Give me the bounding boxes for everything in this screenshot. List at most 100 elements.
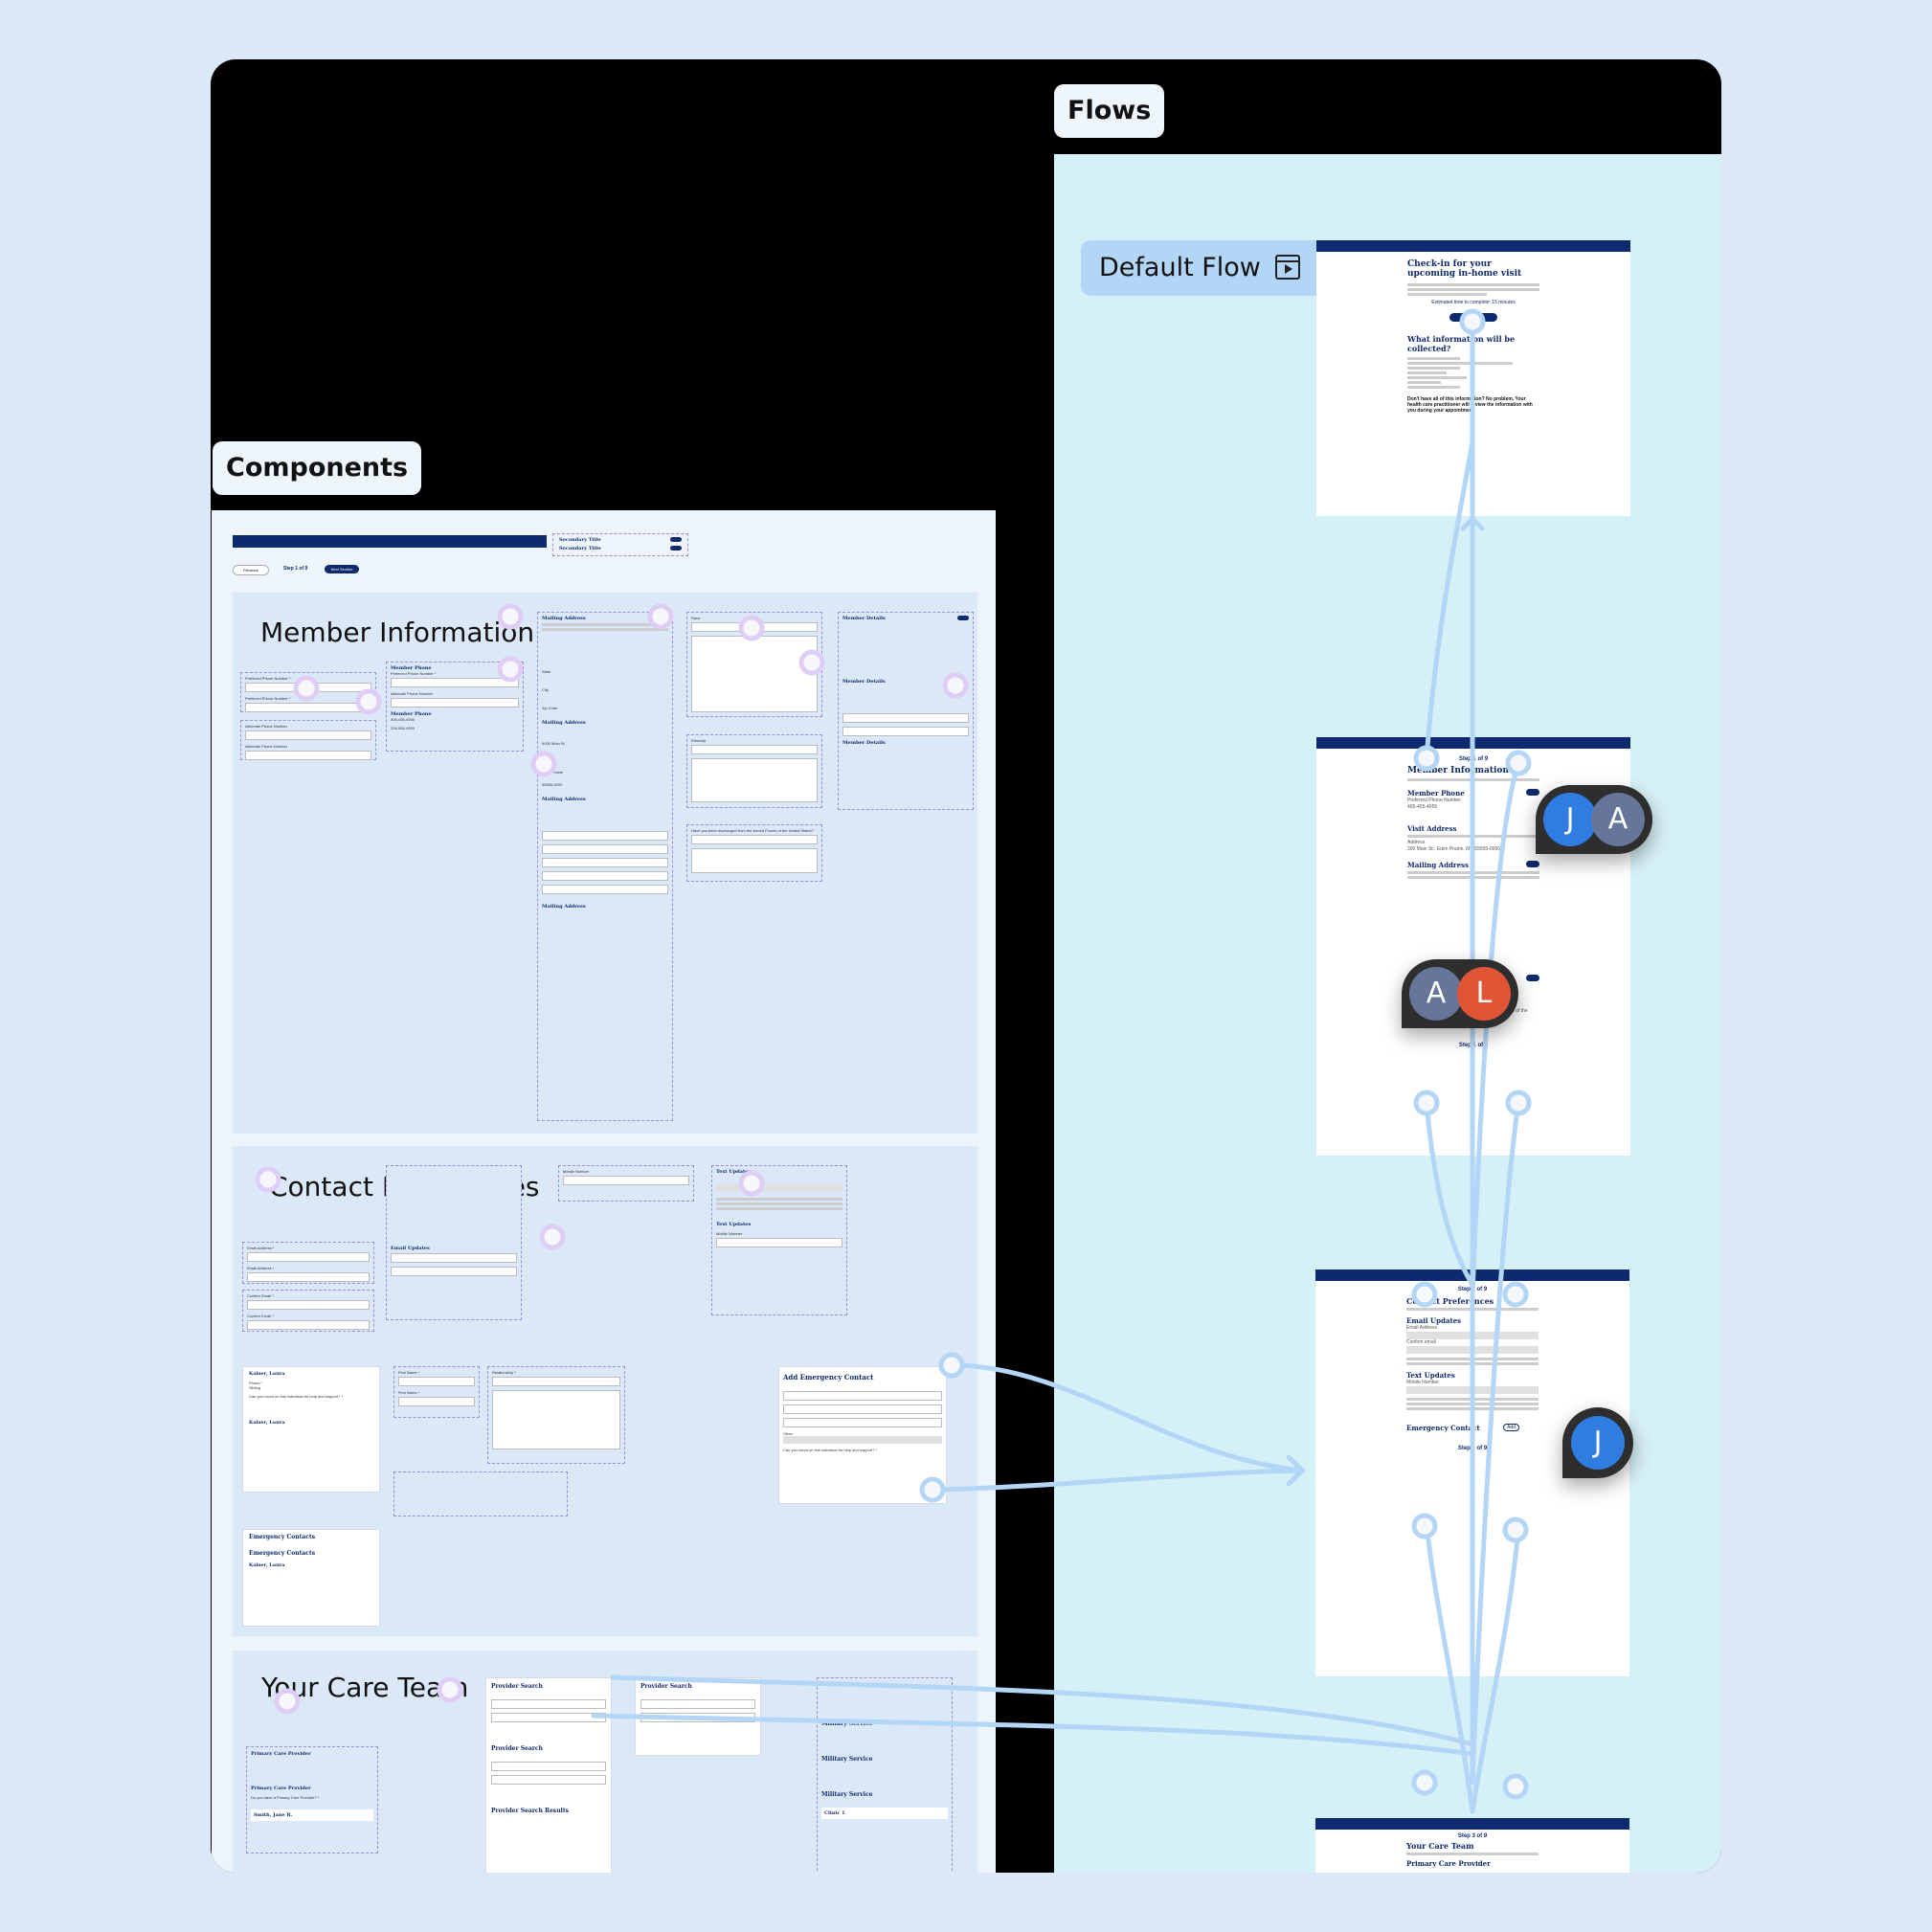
field-value: Sibling (249, 1385, 261, 1390)
relationship-select[interactable] (492, 1377, 620, 1386)
collaborator-group[interactable]: A L (1402, 959, 1518, 1028)
ethnicity-select[interactable] (691, 745, 818, 754)
flows-label-text: Flows (1067, 96, 1152, 125)
confirm-email-input[interactable] (247, 1300, 370, 1310)
default-flow-label[interactable]: Default Flow (1081, 240, 1339, 296)
collaborator-group[interactable]: J (1562, 1407, 1633, 1478)
field-label: Confirm Email * (247, 1293, 274, 1298)
relationship-dropdown-list[interactable] (492, 1390, 620, 1449)
other-input[interactable] (783, 1436, 942, 1444)
phone-input[interactable] (245, 703, 371, 712)
phone-input[interactable] (783, 1404, 942, 1414)
city-input[interactable] (491, 1713, 606, 1722)
email-input[interactable] (247, 1252, 370, 1262)
email-input[interactable] (391, 1253, 517, 1263)
avatar[interactable]: J (1571, 1416, 1625, 1470)
name-input[interactable] (491, 1762, 606, 1771)
name-input[interactable] (491, 1699, 606, 1709)
phone-input[interactable] (245, 751, 371, 760)
phone-input[interactable] (391, 698, 519, 708)
emergency-contacts-list-component: Emergency Contacts Emergency Contacts Ka… (242, 1529, 380, 1627)
block-heading: Mailing Address (542, 797, 586, 802)
avatar[interactable]: A (1591, 793, 1645, 846)
first-name-input[interactable] (398, 1377, 475, 1386)
ethnicity-dropdown-list[interactable] (691, 758, 818, 802)
phone-input[interactable] (245, 683, 371, 692)
primary-care-component: Primary Care Provider Primary Care Provi… (246, 1746, 378, 1853)
select-field[interactable] (842, 727, 969, 736)
member-details-component: Member Details Member Details Member Det… (838, 612, 974, 810)
block-heading: Visit Address (1407, 824, 1457, 833)
block-heading: Member Details (842, 616, 886, 621)
avatar[interactable]: L (1457, 967, 1511, 1021)
field-label: State (542, 669, 551, 674)
discharged-dropdown-list[interactable] (691, 848, 818, 873)
flow-screen-care-team[interactable]: Step 3 of 9 Your Care Team Primary Care … (1315, 1818, 1629, 1873)
collaborator-group[interactable]: J A (1536, 785, 1652, 854)
zip-input[interactable] (542, 885, 668, 894)
field-label: First Name * (398, 1390, 420, 1395)
race-dropdown-list[interactable] (691, 636, 818, 712)
edit-button[interactable] (1526, 861, 1539, 867)
mobile-field[interactable] (1406, 1386, 1539, 1394)
discharged-select[interactable] (691, 835, 818, 844)
flows-section-label[interactable]: Flows (1054, 84, 1165, 138)
confirm-email-input[interactable] (247, 1320, 370, 1330)
mobile-input[interactable] (716, 1238, 842, 1247)
edit-button[interactable] (1526, 789, 1539, 796)
discharged-select-component: Have you been discharged from the Armed … (686, 824, 822, 882)
first-name-input[interactable] (398, 1397, 475, 1406)
field-label: Confirm Email * (247, 1314, 274, 1318)
city-input[interactable] (542, 871, 668, 881)
flow-screen-checkin[interactable]: Check-in for your upcoming in-home visit… (1316, 240, 1630, 516)
add-emergency-contact-component: Add Emergency Contact Other Can you coun… (778, 1366, 947, 1504)
member-phone-component: Member Phone Preferred Phone Number * Al… (386, 662, 524, 752)
relationship-select[interactable] (783, 1418, 942, 1427)
field-label: Alternate Phone Number (245, 724, 288, 729)
field-label: Preferred Phone Number * (245, 696, 291, 701)
step-indicator: Step 2 of 9 (1457, 1287, 1488, 1292)
relationship-select-component: Relationship * (487, 1366, 625, 1464)
field-label: Phone * (249, 1381, 263, 1385)
block-heading: Email Updates (391, 1246, 430, 1251)
previous-button[interactable]: Previous (233, 565, 269, 575)
add-contact-button[interactable]: Add (1503, 1424, 1519, 1431)
next-section-button[interactable]: Next Section (325, 565, 359, 573)
screen-header-bar (1316, 240, 1630, 252)
block-heading: Email Updates (1406, 1316, 1462, 1325)
state-select[interactable] (542, 858, 668, 867)
block-heading: Member Phone (1407, 789, 1465, 798)
field-label: Ethnicity (691, 738, 707, 743)
address-input[interactable] (542, 831, 668, 841)
block-heading: Member Phone (391, 665, 432, 671)
avatar[interactable]: A (1409, 967, 1463, 1021)
field-label: Preferred Phone Number * (245, 676, 291, 681)
components-frame: Secondary Title Secondary Title Previous… (212, 510, 996, 1873)
confirm-email-input[interactable] (391, 1267, 517, 1276)
edit-button[interactable] (1526, 975, 1539, 981)
present-flow-icon[interactable] (1275, 255, 1300, 280)
phone-input[interactable] (245, 730, 371, 740)
address-input[interactable] (542, 844, 668, 854)
name-input[interactable] (783, 1391, 942, 1401)
ethnicity-select-component: Ethnicity (686, 734, 822, 808)
screen-title: Contact Preferences (1406, 1296, 1494, 1306)
email-field[interactable] (1406, 1332, 1539, 1339)
name-input[interactable] (640, 1699, 755, 1709)
city-input[interactable] (491, 1775, 606, 1785)
race-select[interactable] (691, 622, 818, 632)
confirm-email-field[interactable] (1406, 1346, 1539, 1354)
components-section-label[interactable]: Components (213, 441, 422, 495)
avatar[interactable]: J (1543, 793, 1597, 846)
phone-input[interactable] (391, 678, 519, 687)
city-input[interactable] (640, 1713, 755, 1722)
block-heading: Primary Care Provider (251, 1751, 311, 1757)
email-input[interactable] (247, 1272, 370, 1282)
block-heading: Provider Search (491, 1745, 543, 1752)
start-button[interactable] (1449, 313, 1497, 322)
components-label-text: Components (226, 453, 409, 483)
select-field[interactable] (842, 713, 969, 723)
mobile-input[interactable] (563, 1176, 689, 1185)
edit-button[interactable] (957, 616, 969, 620)
